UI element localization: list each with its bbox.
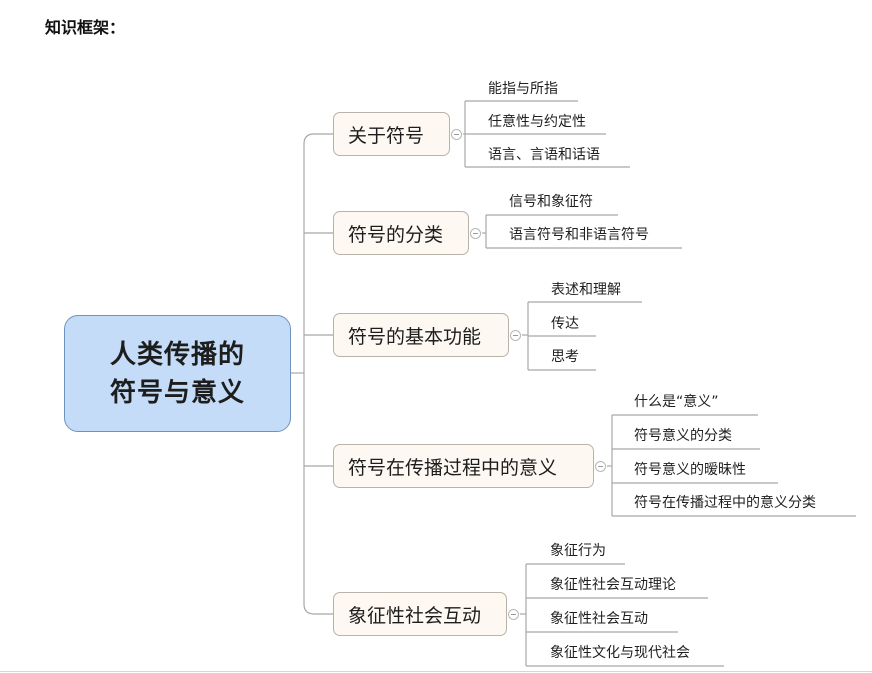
collapse-toggle-icon[interactable] <box>451 129 462 140</box>
leaf-node[interactable]: 表述和理解 <box>551 282 621 298</box>
branch-about-symbols[interactable]: 关于符号 <box>333 112 450 156</box>
leaf-node[interactable]: 符号意义的分类 <box>634 428 732 444</box>
leaf-node[interactable]: 什么是“意义” <box>634 394 719 410</box>
branch-symbol-classification[interactable]: 符号的分类 <box>333 211 469 255</box>
leaf-node[interactable]: 任意性与约定性 <box>488 114 586 130</box>
branch-meaning-in-communication[interactable]: 符号在传播过程中的意义 <box>333 444 594 488</box>
leaf-node[interactable]: 符号意义的暧昧性 <box>634 462 746 478</box>
collapse-toggle-icon[interactable] <box>510 330 521 341</box>
leaf-node[interactable]: 思考 <box>551 349 579 365</box>
page-bottom-divider <box>0 671 872 672</box>
leaf-node[interactable]: 信号和象征符 <box>509 194 593 210</box>
root-title-line-2: 符号与意义 <box>109 377 245 408</box>
leaf-node[interactable]: 语言符号和非语言符号 <box>509 227 649 243</box>
leaf-node[interactable]: 象征性社会互动理论 <box>550 577 676 593</box>
branch-symbolic-interaction[interactable]: 象征性社会互动 <box>333 592 507 636</box>
leaf-node[interactable]: 传达 <box>551 316 579 332</box>
root-node[interactable]: 人类传播的 符号与意义 <box>64 315 291 432</box>
leaf-node[interactable]: 符号在传播过程中的意义分类 <box>634 495 816 511</box>
leaf-node[interactable]: 象征性文化与现代社会 <box>550 645 690 661</box>
leaf-node[interactable]: 语言、言语和话语 <box>488 147 600 163</box>
page-heading: 知识框架： <box>45 18 126 37</box>
collapse-toggle-icon[interactable] <box>470 228 481 239</box>
leaf-node[interactable]: 象征性社会互动 <box>550 611 648 627</box>
leaf-node[interactable]: 能指与所指 <box>488 81 558 97</box>
collapse-toggle-icon[interactable] <box>595 461 606 472</box>
branch-basic-functions[interactable]: 符号的基本功能 <box>333 313 509 357</box>
leaf-node[interactable]: 象征行为 <box>550 543 606 559</box>
collapse-toggle-icon[interactable] <box>508 609 519 620</box>
root-title-line-1: 人类传播的 <box>109 339 245 370</box>
